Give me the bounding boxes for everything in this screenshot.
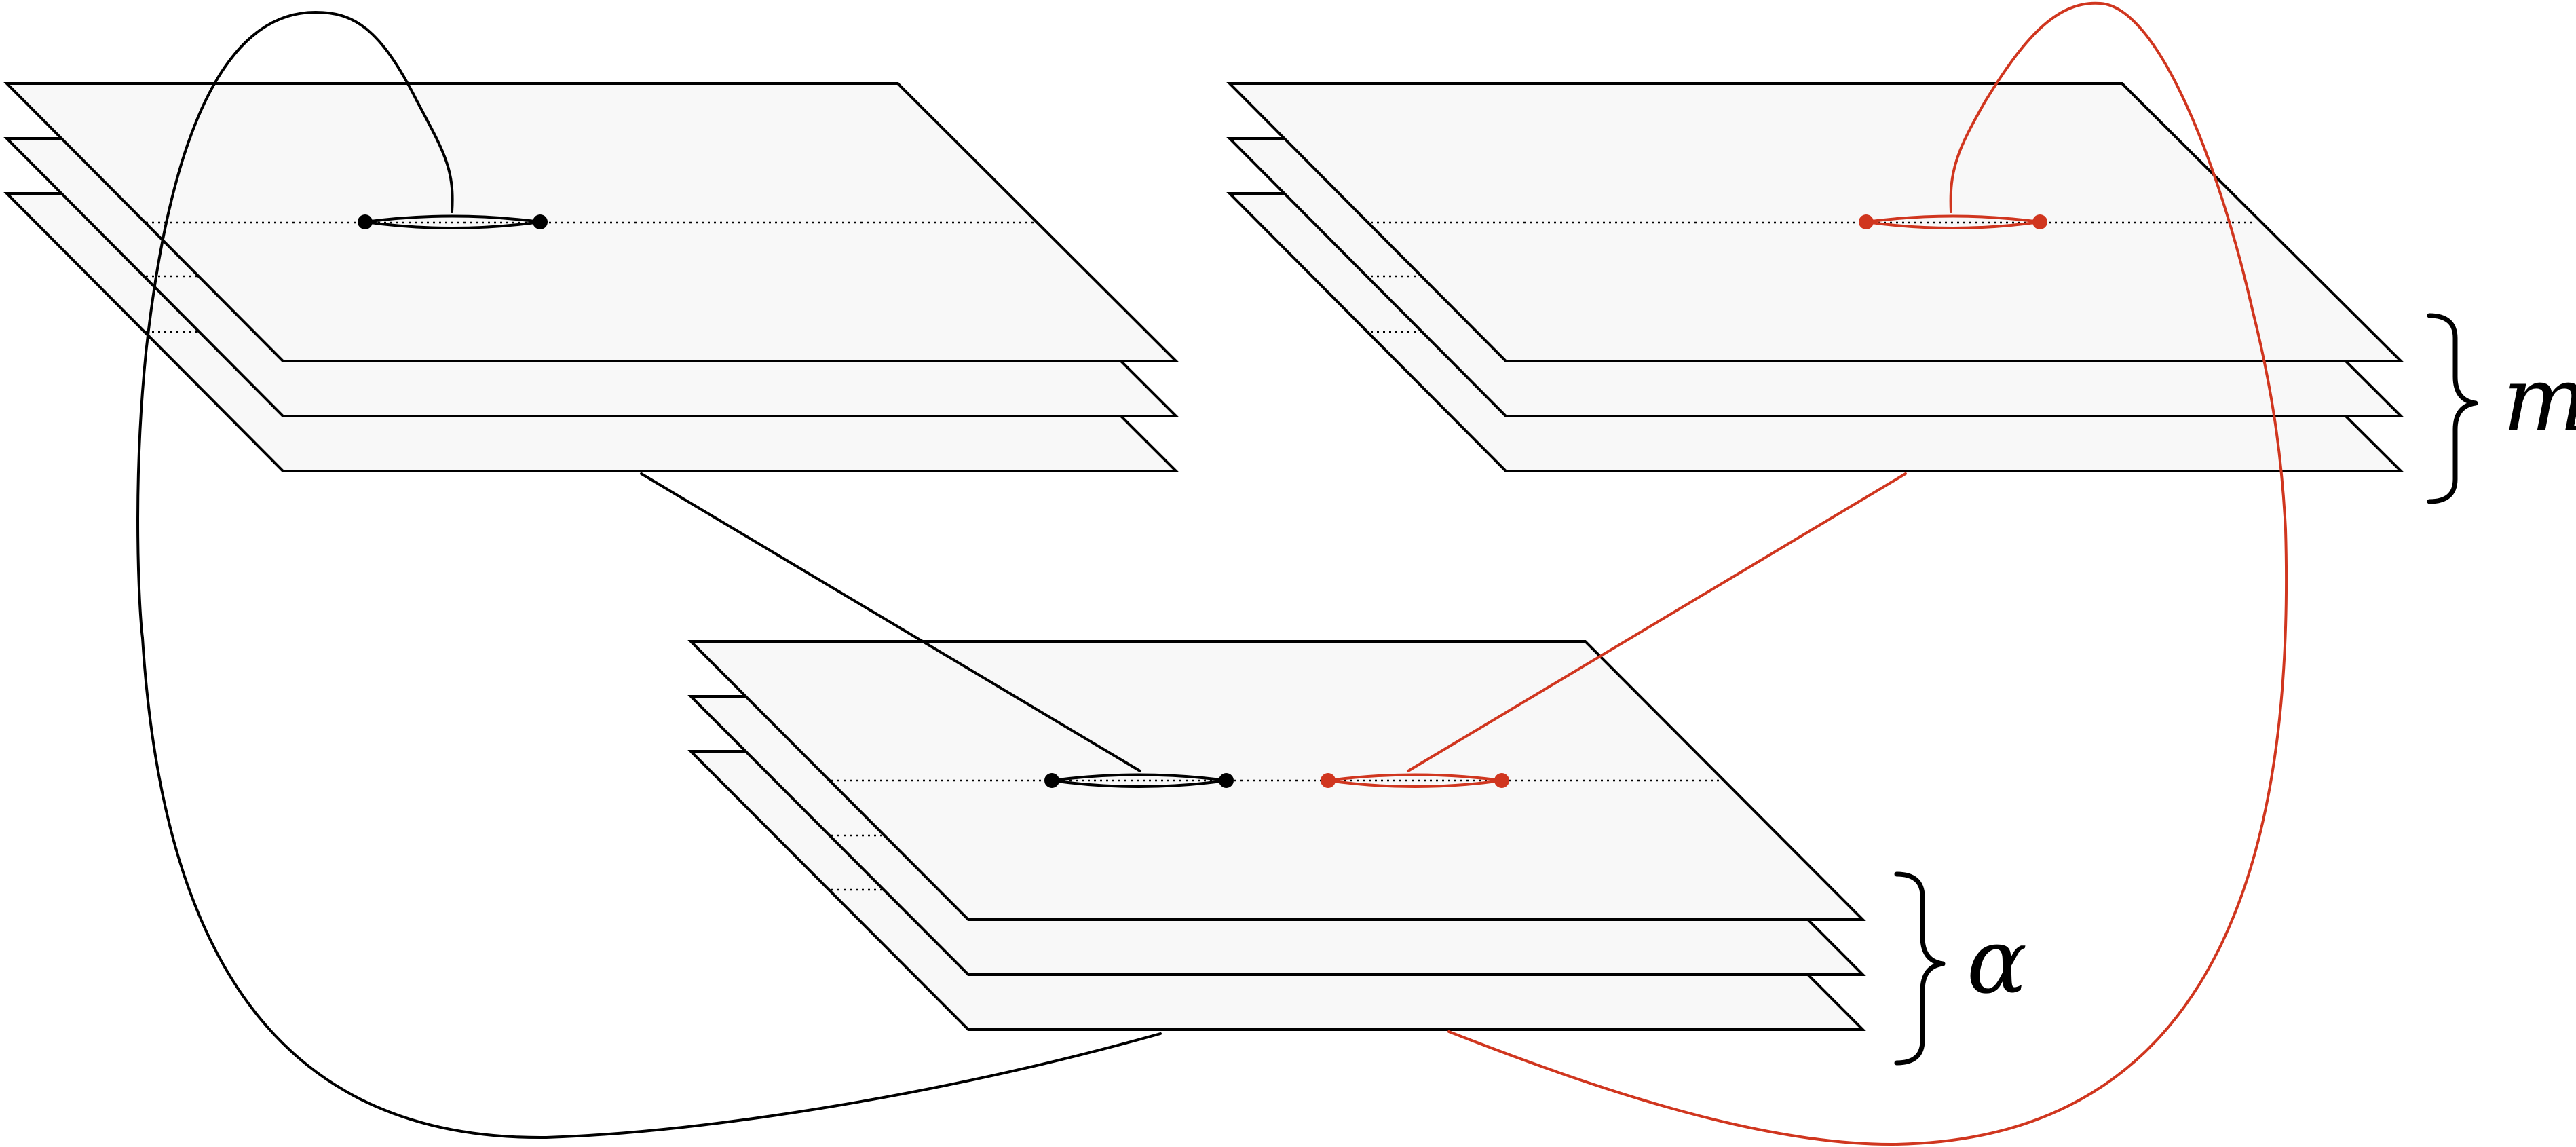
sheet-lower-1 [687,640,1866,921]
sheet-upper-left-1 [3,82,1179,362]
stack-upper-left [3,82,1179,472]
red-loop-outer [1447,528,2288,1146]
red-connector-straight [1407,472,1907,772]
branch-point-lower-red-b [1494,773,1509,788]
branch-point-lower-red-a [1321,773,1336,788]
branch-point-upper-right-b [2032,214,2047,229]
label-alpha: α [1967,909,2027,1014]
branch-point-upper-left-a [358,214,373,229]
sheet-upper-right-1 [1226,82,2404,362]
stack-lower [687,640,1866,1031]
label-m: m [2503,347,2576,452]
black-connector-straight [640,472,1141,772]
brace-lower-stack [1894,871,1946,1066]
black-loop-outer [141,637,1162,1140]
red-loop-upper-right [1949,1,2287,531]
branch-point-lower-black-a [1044,773,1059,788]
branch-point-upper-right-a [1859,214,1874,229]
branch-point-lower-black-b [1219,773,1234,788]
black-loop-upper-left [136,10,454,639]
brace-upper-stack [2427,313,2478,504]
branch-point-upper-left-b [533,214,548,229]
stack-upper-right [1226,82,2404,472]
